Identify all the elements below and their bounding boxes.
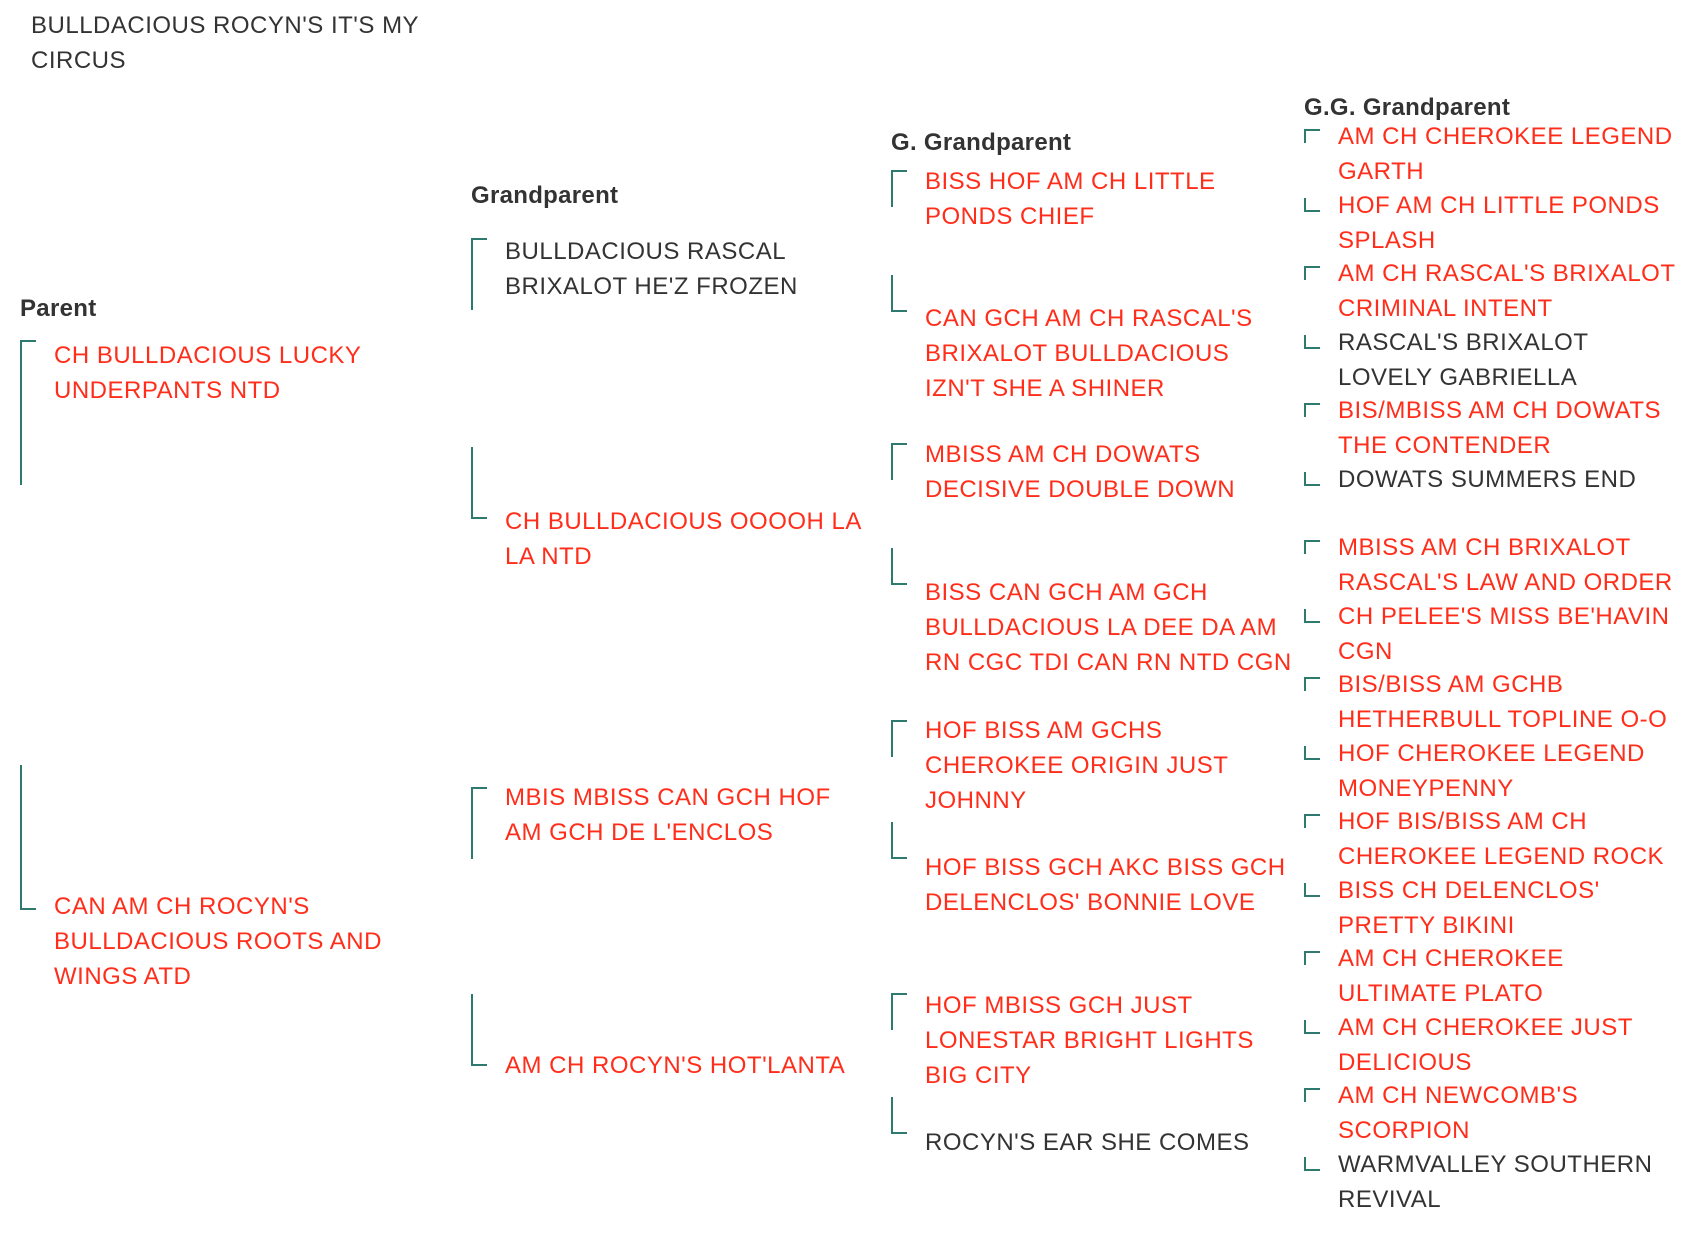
gg-grandparent-bracket (1304, 677, 1320, 691)
gg-grandparent-name[interactable]: BISS CH DELENCLOS' PRETTY BIKINI (1338, 877, 1600, 939)
grandparent-name[interactable]: CH BULLDACIOUS OOOOH LA LA NTD (505, 508, 861, 570)
gg-grandparent-name[interactable]: AM CH CHEROKEE ULTIMATE PLATO (1338, 945, 1564, 1007)
g-grandparent-name[interactable]: BISS CAN GCH AM GCH BULLDACIOUS LA DEE D… (925, 579, 1292, 676)
g-grandparent-bracket (891, 993, 907, 1030)
gg-grandparent-name[interactable]: HOF BIS/BISS AM CH CHEROKEE LEGEND ROCK (1338, 808, 1665, 870)
gg-grandparent-bracket (1304, 1088, 1320, 1102)
gg-grandparent-bracket (1304, 198, 1320, 212)
g-grandparent-bracket (891, 170, 907, 207)
g-grandparent-name[interactable]: HOF BISS GCH AKC BISS GCH DELENCLOS' BON… (925, 854, 1286, 916)
gg-grandparent-name[interactable]: AM CH CHEROKEE JUST DELICIOUS (1338, 1014, 1633, 1076)
gg-grandparent-name[interactable]: BIS/MBISS AM CH DOWATS THE CONTENDER (1338, 397, 1662, 459)
gg-grandparent-bracket (1304, 1020, 1320, 1034)
g-grandparent-bracket (891, 443, 907, 480)
gg-grandparent-bracket (1304, 129, 1320, 143)
parent-name[interactable]: CAN AM CH ROCYN'S BULLDACIOUS ROOTS AND … (54, 893, 382, 990)
gg-grandparent-name[interactable]: DOWATS SUMMERS END (1338, 466, 1637, 493)
gg-grandparent-bracket (1304, 746, 1320, 760)
gg-grandparent-name[interactable]: WARMVALLEY SOUTHERN REVIVAL (1338, 1151, 1653, 1213)
gg-grandparent-name[interactable]: HOF CHEROKEE LEGEND MONEYPENNY (1338, 740, 1645, 802)
header-gg-grandparent: G.G. Grandparent (1304, 94, 1511, 121)
g-grandparent-bracket (891, 720, 907, 757)
grandparent-name[interactable]: MBIS MBISS CAN GCH HOF AM GCH DE L'ENCLO… (505, 784, 831, 846)
dog-name-title: BULLDACIOUS ROCYN'S IT'S MY CIRCUS (31, 12, 419, 74)
gg-grandparent-name[interactable]: AM CH RASCAL'S BRIXALOT CRIMINAL INTENT (1338, 260, 1676, 322)
gg-grandparent-name[interactable]: AM CH NEWCOMB'S SCORPION (1338, 1082, 1579, 1144)
gg-grandparent-bracket (1304, 951, 1320, 965)
g-grandparent-bracket (891, 275, 907, 312)
gg-grandparent-name[interactable]: RASCAL'S BRIXALOT LOVELY GABRIELLA (1338, 329, 1589, 391)
g-grandparent-name[interactable]: HOF MBISS GCH JUST LONESTAR BRIGHT LIGHT… (925, 992, 1254, 1089)
header-g-grandparent: G. Grandparent (891, 129, 1072, 156)
grandparent-name[interactable]: BULLDACIOUS RASCAL BRIXALOT HE'Z FROZEN (505, 238, 798, 300)
g-grandparent-bracket (891, 1097, 907, 1134)
gg-grandparent-name[interactable]: BIS/BISS AM GCHB HETHERBULL TOPLINE O-O (1338, 671, 1668, 733)
header-grandparent: Grandparent (471, 182, 619, 209)
g-grandparent-name[interactable]: ROCYN'S EAR SHE COMES (925, 1129, 1250, 1156)
parent-bracket (20, 765, 36, 910)
g-grandparent-name[interactable]: BISS HOF AM CH LITTLE PONDS CHIEF (925, 168, 1216, 230)
grandparent-bracket (471, 994, 487, 1066)
grandparent-name[interactable]: AM CH ROCYN'S HOT'LANTA (505, 1052, 846, 1079)
parent-name[interactable]: CH BULLDACIOUS LUCKY UNDERPANTS NTD (54, 342, 361, 404)
grandparent-bracket (471, 787, 487, 859)
grandparent-bracket (471, 447, 487, 519)
gg-grandparent-name[interactable]: MBISS AM CH BRIXALOT RASCAL'S LAW AND OR… (1338, 534, 1673, 596)
gg-grandparent-bracket (1304, 472, 1320, 486)
gg-grandparent-bracket (1304, 883, 1320, 897)
gg-grandparent-bracket (1304, 814, 1320, 828)
header-parent: Parent (20, 295, 97, 322)
gg-grandparent-bracket (1304, 1157, 1320, 1171)
gg-grandparent-name[interactable]: HOF AM CH LITTLE PONDS SPLASH (1338, 192, 1660, 254)
gg-grandparent-name[interactable]: AM CH CHEROKEE LEGEND GARTH (1338, 123, 1673, 185)
g-grandparent-name[interactable]: HOF BISS AM GCHS CHEROKEE ORIGIN JUST JO… (925, 717, 1228, 814)
gg-grandparent-name[interactable]: CH PELEE'S MISS BE'HAVIN CGN (1338, 603, 1670, 665)
g-grandparent-bracket (891, 548, 907, 585)
parent-bracket (20, 340, 36, 485)
gg-grandparent-bracket (1304, 335, 1320, 349)
grandparent-bracket (471, 238, 487, 310)
g-grandparent-bracket (891, 822, 907, 859)
gg-grandparent-bracket (1304, 403, 1320, 417)
g-grandparent-name[interactable]: MBISS AM CH DOWATS DECISIVE DOUBLE DOWN (925, 441, 1236, 503)
g-grandparent-name[interactable]: CAN GCH AM CH RASCAL'S BRIXALOT BULLDACI… (925, 305, 1253, 402)
gg-grandparent-bracket (1304, 266, 1320, 280)
gg-grandparent-bracket (1304, 609, 1320, 623)
gg-grandparent-bracket (1304, 540, 1320, 554)
